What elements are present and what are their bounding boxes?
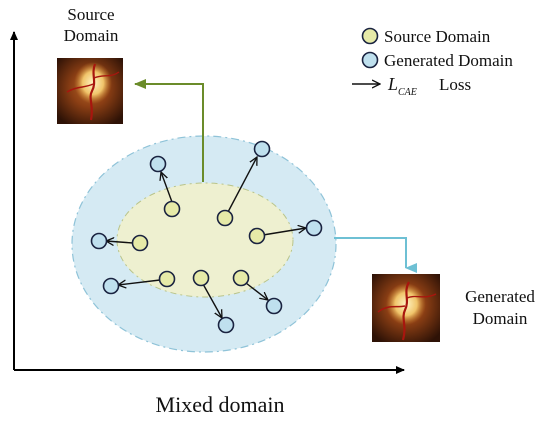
source-node	[232, 269, 250, 287]
loss-arrow	[202, 283, 222, 318]
source-nodes	[131, 200, 266, 288]
source-node	[163, 200, 181, 218]
source-label-line1: Source	[67, 5, 114, 24]
generated-node	[102, 277, 120, 295]
legend-loss-subscript: CAE	[398, 87, 417, 98]
loss-arrow	[245, 282, 268, 300]
source-node	[216, 209, 234, 227]
source-node	[131, 234, 149, 252]
generated-label-line1: Generated	[465, 287, 535, 306]
loss-arrows	[106, 157, 306, 318]
generated-node	[305, 219, 323, 237]
source-node	[158, 270, 176, 288]
source-label-line2: Domain	[64, 26, 119, 45]
source-fundus-image	[57, 58, 123, 124]
legend: Source Domain Generated Domain L CAE Los…	[352, 27, 513, 98]
source-domain-region	[116, 182, 294, 298]
generated-image-arrow	[334, 237, 417, 273]
loss-arrow	[161, 172, 173, 203]
legend-source-marker	[361, 27, 379, 45]
legend-generated-marker	[361, 51, 379, 69]
generated-nodes	[90, 140, 323, 334]
loss-arrow	[118, 279, 161, 285]
generated-fundus-image	[372, 274, 440, 342]
legend-loss-symbol: L	[387, 74, 398, 94]
x-axis-label: Mixed domain	[156, 392, 285, 417]
source-node	[192, 269, 210, 287]
generated-node	[265, 297, 283, 315]
generated-node	[90, 232, 108, 250]
loss-arrow	[227, 157, 257, 213]
legend-loss-word: Loss	[439, 75, 471, 94]
source-image-arrow	[134, 79, 204, 182]
generated-node	[149, 155, 167, 173]
generated-node	[217, 316, 235, 334]
generated-node	[253, 140, 271, 158]
legend-source-label: Source Domain	[384, 27, 491, 46]
legend-generated-label: Generated Domain	[384, 51, 513, 70]
loss-arrow	[262, 228, 306, 236]
loss-arrow	[106, 241, 134, 243]
generated-label-line2: Domain	[473, 309, 528, 328]
source-node	[248, 227, 266, 245]
